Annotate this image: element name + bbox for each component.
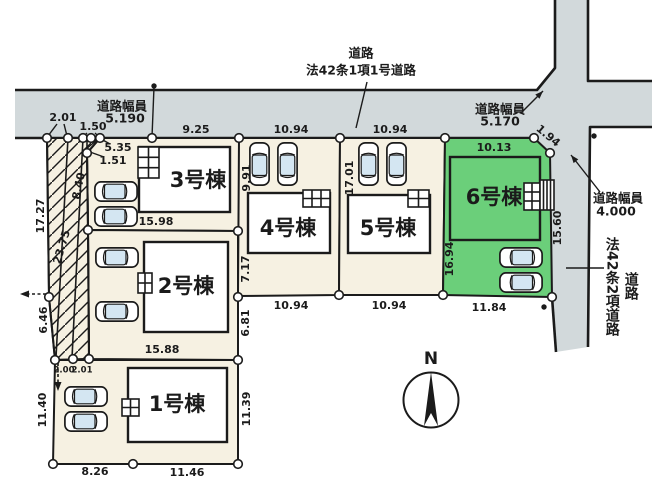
window-grid-icon-b6 (523, 182, 541, 211)
dim-10-94-a: 10.94 (273, 123, 309, 137)
dim-1-50: 1.50 (79, 120, 107, 134)
arrowheads (535, 91, 579, 164)
right-road-law: 法42条2項道路 (603, 237, 620, 337)
building-5-label: 5号棟 (359, 215, 417, 240)
building-2 (142, 240, 230, 334)
building-6-label: 6号棟 (465, 184, 523, 209)
top-road-name: 道路 (348, 45, 374, 61)
dim-11-84: 11.84 (471, 301, 507, 315)
dim-10-13: 10.13 (476, 141, 512, 155)
dashed-arrows (26, 293, 59, 383)
car-icon (94, 206, 138, 227)
dim-8-26: 8.26 (81, 465, 109, 479)
compass-north-label: N (423, 349, 439, 370)
dim-11-46: 11.46 (169, 466, 205, 480)
boundary-vertices (41, 132, 558, 470)
dim-11-40: 11.40 (36, 392, 50, 428)
dim-2-01-top: 2.01 (49, 111, 77, 125)
dim-17-01: 17.01 (343, 160, 357, 196)
dim-10-94-d: 10.94 (371, 299, 407, 313)
dim-15-98: 15.98 (138, 215, 174, 229)
dim-6-46: 6.46 (37, 306, 51, 334)
building-2-label: 2号棟 (157, 273, 215, 298)
building-5 (346, 193, 432, 255)
car-icon (277, 142, 298, 186)
road-width-value-left: 5.190 (105, 110, 145, 126)
dim-6-81: 6.81 (239, 309, 253, 337)
window-grid-icon-b1 (121, 398, 140, 417)
top-road-law: 法42条1項1号道路 (306, 62, 416, 78)
right-road-name: 道路 (622, 272, 639, 300)
road-width-value-right: 4.000 (596, 203, 636, 219)
buildings (126, 145, 542, 444)
road-width-label-right: 道路幅員 (592, 190, 644, 206)
dim-17-27: 17.27 (34, 198, 48, 234)
building-3-label: 3号棟 (169, 167, 227, 192)
car-icon (499, 272, 543, 293)
window-grid-icon-b2 (137, 272, 153, 294)
dim-2-00: 2.00 (53, 365, 75, 376)
window-grid-icon-b3 (137, 146, 160, 179)
car-icon (95, 247, 139, 268)
survey-dots (151, 83, 597, 310)
dim-1-51: 1.51 (99, 154, 127, 168)
dim-5-35: 5.35 (104, 141, 132, 155)
road-width-label-left: 道路幅員 (96, 98, 148, 114)
building-window-icons (121, 146, 555, 417)
dim-9-91: 9.91 (240, 164, 254, 192)
road-width-label-mid: 道路幅員 (474, 101, 526, 117)
compass-icon (402, 371, 460, 429)
dim-15-60: 15.60 (551, 210, 565, 246)
dim-11-39: 11.39 (240, 391, 254, 427)
car-icon (386, 142, 407, 186)
car-icon (94, 181, 138, 202)
dim-2-01-bottom: 2.01 (71, 365, 93, 376)
dim-15-88: 15.88 (144, 343, 180, 357)
car-icon (95, 301, 139, 322)
dim-7-17: 7.17 (239, 255, 253, 283)
dim-10-94-b: 10.94 (372, 123, 408, 137)
dashed-arrowheads (20, 290, 62, 391)
dim-9-25: 9.25 (182, 123, 210, 137)
car-icon (64, 386, 108, 407)
building-1-label: 1号棟 (148, 391, 206, 416)
road-width-value-mid: 5.170 (480, 113, 520, 129)
window-grid-icon-b5 (407, 189, 430, 208)
shutter-icon-b6 (539, 179, 555, 211)
building-4-label: 4号棟 (259, 215, 317, 240)
car-icon (64, 411, 108, 432)
dim-10-94-c: 10.94 (273, 299, 309, 313)
car-icon (358, 142, 379, 186)
dim-16-94: 16.94 (443, 241, 457, 277)
car-icon (499, 247, 543, 268)
window-grid-icon-b4 (302, 189, 331, 208)
